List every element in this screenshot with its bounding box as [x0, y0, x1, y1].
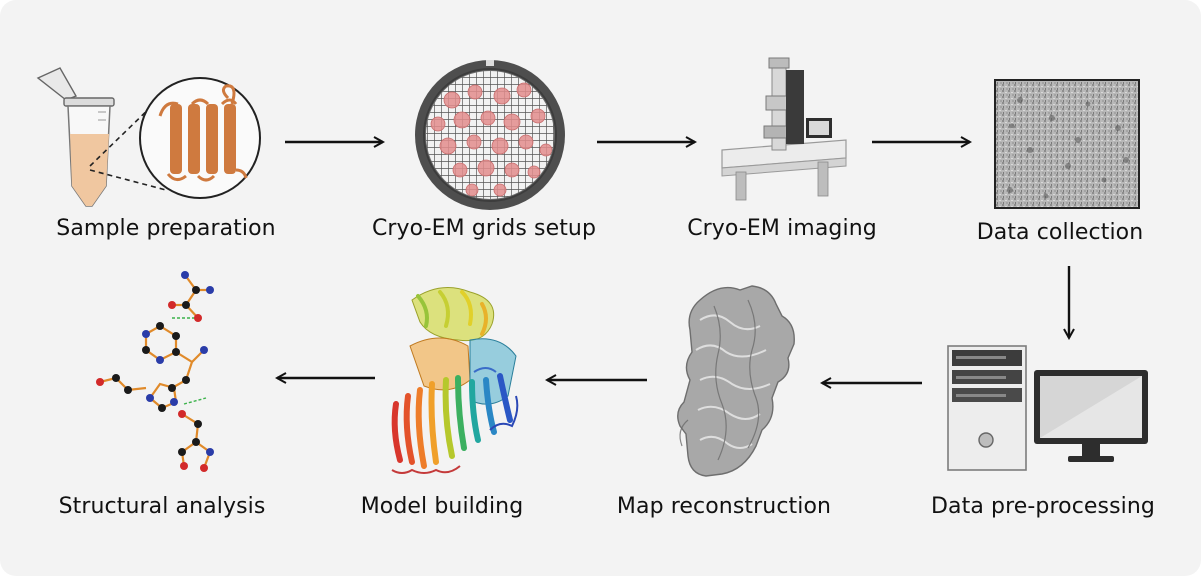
grid-icon: [415, 60, 565, 210]
microscope-icon: [721, 57, 847, 201]
step-label-structural-analysis: Structural analysis: [58, 494, 266, 519]
step-label-model-building: Model building: [360, 494, 524, 519]
step-label-imaging: Cryo-EM imaging: [687, 216, 877, 241]
step-label-map-reconstruction: Map reconstruction: [616, 494, 832, 519]
zoom-lines: [89, 99, 167, 191]
ligand-diagram-icon: [96, 271, 214, 472]
step-label-grids-setup: Cryo-EM grids setup: [371, 216, 597, 241]
computer-icon: [947, 345, 1148, 471]
step-label-pre-processing: Data pre-processing: [931, 494, 1155, 519]
step-label-sample-preparation: Sample preparation: [56, 216, 276, 241]
density-map-icon: [677, 285, 795, 477]
protein-zoom-icon: [139, 77, 261, 199]
micrograph-icon: [994, 79, 1140, 209]
ribbon-model-icon: [391, 287, 519, 474]
step-label-data-collection: Data collection: [976, 220, 1144, 245]
tube-icon: [36, 67, 115, 207]
